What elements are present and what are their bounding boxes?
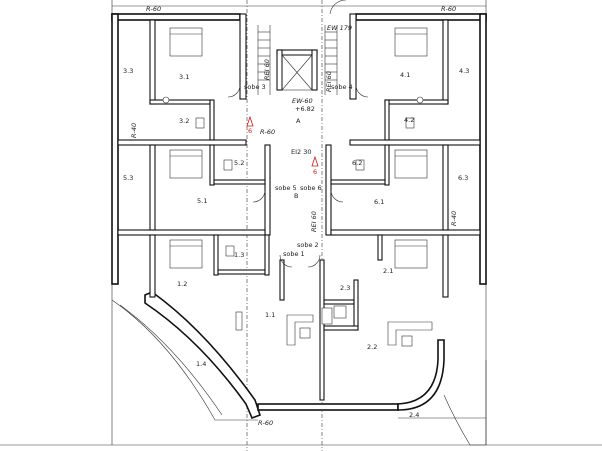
label-r60-top-right: R-60 [441,5,456,13]
room-6-1: 6.1 [374,198,384,206]
label-ew179: EW 179 [327,24,352,32]
room-6-3: 6.3 [458,174,468,182]
room-3-1: 3.1 [179,73,189,81]
label-rei-mid: REI 60 [310,211,318,232]
room-5-1: 5.1 [197,197,207,205]
label-r60-bottom: R-60 [258,419,273,427]
entrance-sobe6: sobe 6 [300,184,322,192]
room-1-3: 1.3 [234,251,244,259]
room-4-1: 4.1 [400,71,410,79]
room-4-2: 4.2 [404,116,414,124]
label-section-a: A [296,117,301,125]
entrance-sobe3: sobe 3 [244,83,266,91]
furniture [235,307,433,347]
entrance-sobe2: sobe 2 [297,241,319,249]
label-rei-right: REI 60 [325,71,333,92]
room-2-2: 2.2 [367,343,377,351]
room-6-2: 6.2 [352,159,362,167]
room-2-1: 2.1 [383,267,393,275]
room-2-4: 2.4 [409,411,419,419]
label-rei-left: REI 60 [263,59,271,80]
room-2-3: 2.3 [340,284,350,292]
room-3-3: 3.3 [123,67,133,75]
label-r40-left: R-40 [130,123,138,138]
entrance-sobe5: sobe 5 [275,184,297,192]
red-mark-right-label: 6 [313,168,317,176]
room-1-4: 1.4 [196,360,206,368]
room-3-2: 3.2 [179,117,189,125]
label-r60-mid: R-60 [260,128,275,136]
label-door: EI2 30 [291,148,312,156]
outer-walls [111,13,487,420]
entrance-sobe1: sobe 1 [283,250,305,258]
beds [169,27,428,269]
bathroom-fixtures [162,96,424,319]
room-5-3: 5.3 [123,174,133,182]
red-marker-right: 6 [311,155,319,176]
entrance-sobe4: sobe 4 [331,83,353,91]
red-marker-left: 6 [246,115,254,135]
red-mark-left-label: 6 [248,127,252,135]
label-level: +6.82 [295,105,315,113]
label-section-b: B [294,192,298,200]
room-1-2: 1.2 [177,280,187,288]
room-4-3: 4.3 [459,67,469,75]
label-ew60: EW-60 [292,97,313,105]
label-r60-top-left: R-60 [146,5,161,13]
door-swings [227,0,369,268]
staircase [257,25,338,95]
terraces [111,299,487,446]
label-r40-right: R-40 [450,211,458,226]
room-5-2: 5.2 [234,159,244,167]
interior-walls [117,13,481,401]
room-1-1: 1.1 [265,311,275,319]
